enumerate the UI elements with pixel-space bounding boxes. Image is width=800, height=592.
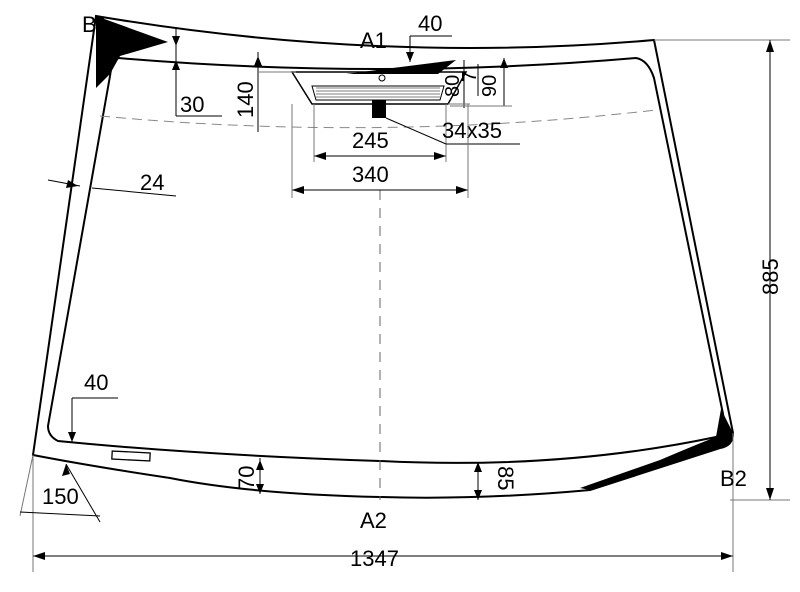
dim-885: 885 — [654, 39, 790, 501]
dim-sensor-80-label: 80 — [442, 75, 464, 97]
dim-885-label: 885 — [758, 258, 783, 295]
corner-label-a1: A1 — [360, 28, 387, 53]
dim-sensor-7: 7 — [459, 64, 481, 96]
dim-bottom-85-label: 85 — [493, 466, 518, 490]
dim-frit-30-label: 30 — [180, 92, 204, 117]
corner-fill-b2 — [580, 409, 733, 490]
dim-bottom-150: 150 — [19, 454, 101, 523]
corner-label-b1: B1 — [82, 12, 109, 37]
dim-1347: 1347 — [32, 433, 734, 572]
dim-sensor-340: 340 — [291, 104, 469, 198]
dim-sensor-340-label: 340 — [352, 162, 389, 187]
dim-1347-label: 1347 — [350, 546, 399, 571]
sensor-hatch — [311, 85, 445, 101]
dim-bottom-70-label: 70 — [234, 466, 259, 490]
dim-sensor-245: 245 — [313, 104, 447, 162]
dim-bottom-70: 70 — [234, 458, 264, 494]
dim-sensor-140: 140 — [233, 52, 296, 132]
dim-bottom-40: 40 — [68, 370, 118, 442]
dim-sensor-7-label: 7 — [459, 71, 481, 82]
dim-bottom-150-label: 150 — [42, 484, 79, 509]
vin-slot — [111, 450, 151, 462]
rain-sensor-block — [372, 100, 386, 118]
dim-side-24-label: 24 — [140, 170, 164, 195]
mirror-mount-point — [378, 74, 386, 82]
dim-frit-30: 30 — [172, 28, 222, 117]
dim-sensor-80: 80 — [442, 60, 470, 108]
corner-label-b2: B2 — [720, 466, 747, 491]
dim-sensor-245-label: 245 — [352, 128, 389, 153]
dim-bottom-85: 85 — [474, 462, 518, 500]
dim-top-40-label: 40 — [418, 11, 442, 36]
dim-sensor-34x35-label: 34x35 — [442, 118, 502, 143]
dim-bottom-40-label: 40 — [84, 370, 108, 395]
dim-sensor-90-label: 90 — [479, 75, 501, 97]
glass-outline — [31, 14, 735, 499]
dim-top-40: 40 — [406, 11, 452, 62]
dim-side-24: 24 — [47, 170, 177, 197]
dim-sensor-34x35: 34x35 — [385, 117, 520, 145]
sensor-hatch-lines — [316, 87, 440, 98]
corner-fill-b1 — [96, 16, 168, 88]
dim-sensor-140-label: 140 — [233, 81, 258, 118]
vision-dashed-line — [99, 109, 657, 129]
corner-label-a2: A2 — [360, 508, 387, 533]
sensor-black-band — [346, 60, 456, 74]
dim-sensor-90: 90 — [450, 58, 512, 107]
